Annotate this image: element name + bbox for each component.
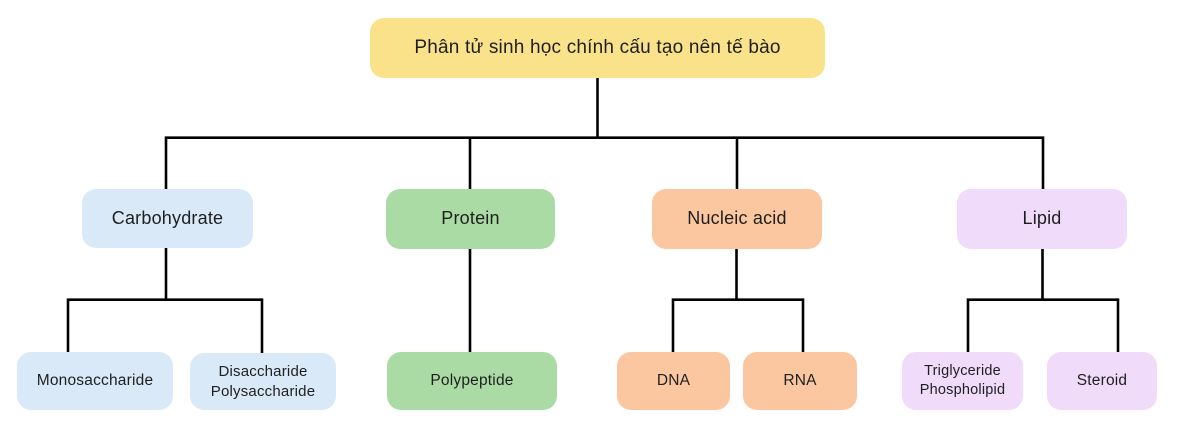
node-dna-label: DNA [656,371,691,389]
node-steroid-label: Steroid [1076,371,1128,389]
connector-carbohydrate-bus [66,298,264,354]
node-disaccharide-polysaccharide-label: Disaccharide Polysaccharide [210,363,316,400]
node-rna-label: RNA [783,371,817,389]
node-lipid: Lipid [957,189,1127,249]
node-protein-label: Protein [441,208,500,229]
node-root-label: Phân tử sinh học chính cấu tạo nên tế bà… [414,36,781,58]
node-carbohydrate-label: Carbohydrate [111,207,224,228]
node-polypeptide: Polypeptide [387,352,557,410]
node-nucleic-acid-label: Nucleic acid [687,208,787,229]
node-triglyceride-phospholipid: Triglyceride Phospholipid [902,352,1023,410]
node-steroid: Steroid [1047,352,1157,410]
node-triglyceride-phospholipid-label: Triglyceride Phospholipid [919,363,1006,398]
node-carbohydrate: Carbohydrate [82,189,253,248]
node-monosaccharide: Monosaccharide [17,352,173,410]
node-monosaccharide-label: Monosaccharide [36,371,154,389]
node-lipid-label: Lipid [1022,208,1062,229]
connector-level2-bus [164,136,1045,190]
node-dna: DNA [617,352,730,410]
connector-nucleic-bus [671,298,805,353]
node-nucleic-acid: Nucleic acid [652,189,822,249]
node-root: Phân tử sinh học chính cấu tạo nên tế bà… [370,18,825,78]
node-protein: Protein [386,189,555,249]
node-disaccharide-polysaccharide: Disaccharide Polysaccharide [190,353,336,410]
connector-lipid-bus [966,298,1120,353]
node-polypeptide-label: Polypeptide [430,371,514,389]
node-rna: RNA [743,352,857,410]
